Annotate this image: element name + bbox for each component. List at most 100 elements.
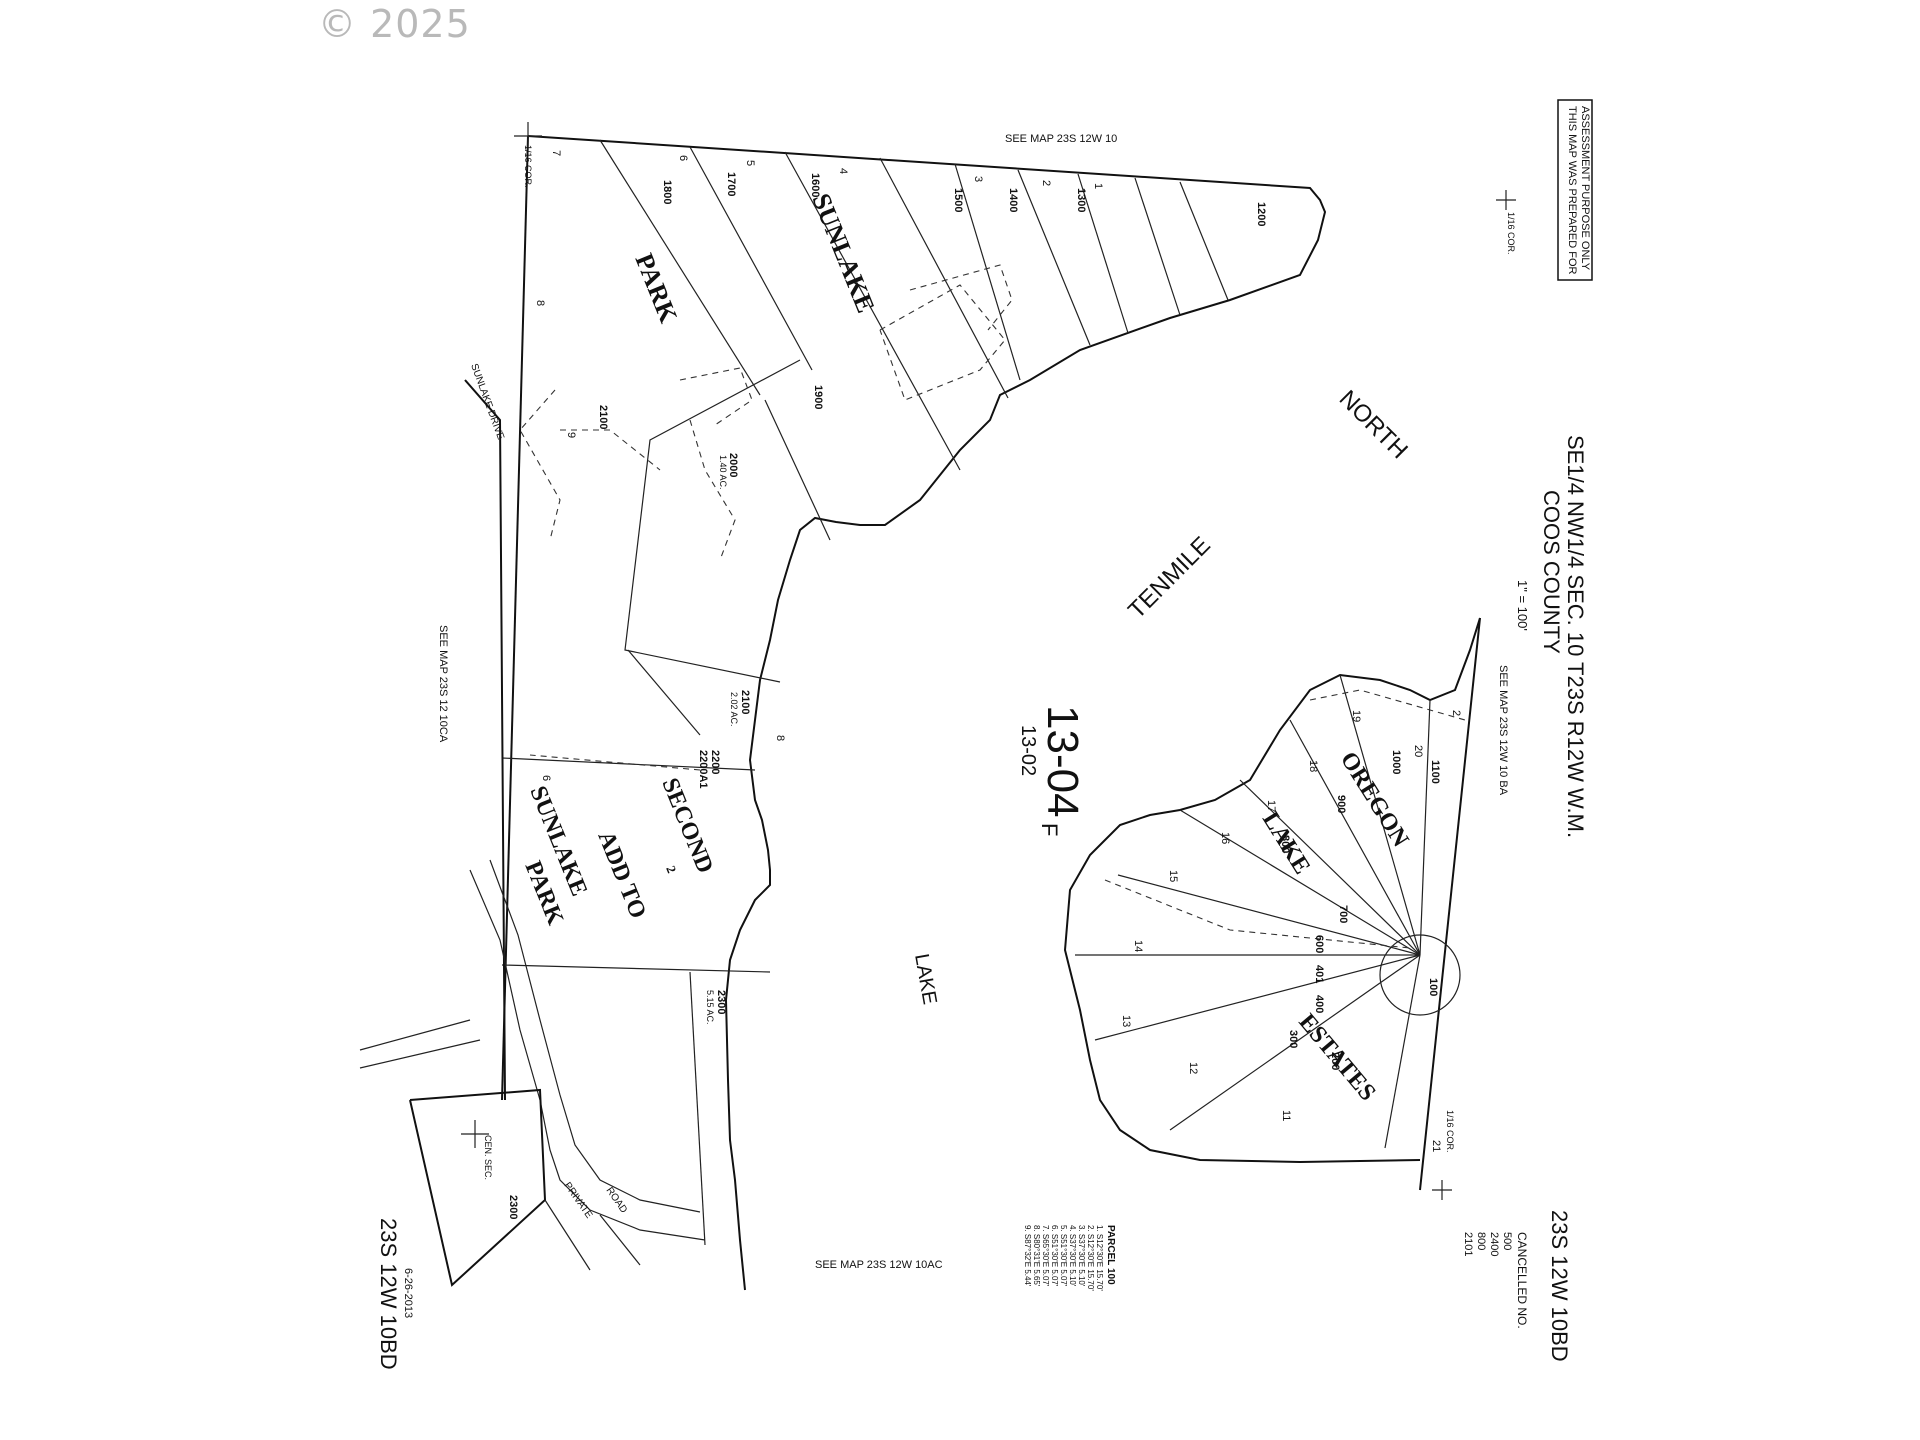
lot-5: 5 — [744, 160, 756, 166]
footer-right: 23S 12W 10BD — [1547, 1210, 1572, 1362]
acreage-2100: 2.02 AC. — [729, 692, 739, 727]
road-network — [359, 379, 706, 1287]
parcel-1600: 1600 — [809, 173, 821, 197]
cancelled-item: 2400 — [1488, 1232, 1500, 1256]
acreage-2300: 5.15 AC. — [705, 990, 715, 1025]
parcel-300: 300 — [1287, 1030, 1299, 1048]
parcel-1800: 1800 — [661, 180, 673, 204]
footer-map-id: 23S 12W 10BD — [376, 1218, 401, 1370]
oregon-lake-estates-block — [1063, 617, 1481, 1191]
parcel-1500: 1500 — [952, 188, 964, 212]
map-number-main: 13-04 — [1038, 705, 1087, 818]
lot-8b: 8 — [774, 735, 786, 741]
water-north: NORTH — [1334, 385, 1413, 464]
parcel-table-row: 5. S51°30'E 5.07' — [1059, 1225, 1068, 1287]
map-number-suffix: F — [1037, 823, 1062, 836]
lot-1: 1 — [1092, 183, 1104, 189]
parcel-table-row: 1. S12°30'E 15.70' — [1095, 1225, 1104, 1291]
parcel-400: 400 — [1313, 995, 1325, 1013]
cancelled-list: CANCELLED NO. 500 2400 800 2101 — [1462, 1232, 1529, 1329]
parcel-2200a1: 2200A1 — [697, 750, 709, 789]
disclaimer-line-2: ASSESSMENT PURPOSE ONLY — [1579, 106, 1591, 271]
parcel-table-row: 9. S87°32'E 5.44' — [1023, 1225, 1032, 1287]
parcel-900: 900 — [1335, 795, 1347, 813]
lot-numbers: 7 6 5 4 3 2 1 8 9 6 8 2 21 20 19 18 17 1… — [534, 150, 1462, 1152]
cancelled-item: 800 — [1475, 1232, 1487, 1250]
cancelled-item: 2101 — [1462, 1232, 1474, 1256]
title-line-1: SE1/4 NW1/4 SEC. 10 T23S R12W W.M. — [1563, 435, 1588, 838]
corner-se: 1/16 COR. — [1445, 1110, 1455, 1153]
ref-left: SEE MAP 23S 12 10CA — [437, 625, 449, 743]
lot-11: 11 — [1280, 1110, 1292, 1121]
parcel-2300b: 2300 — [507, 1195, 519, 1219]
title-line-2: COOS COUNTY — [1539, 490, 1564, 654]
lot-4: 4 — [837, 168, 849, 174]
road-private: PRIVATE — [562, 1180, 595, 1220]
sunlake-park-label: SUNLAKE PARK — [629, 189, 880, 327]
map-title: SE1/4 NW1/4 SEC. 10 T23S R12W W.M. COOS … — [1515, 435, 1588, 838]
parcel-1300: 1300 — [1075, 188, 1087, 212]
water-tenmile: TENMILE — [1123, 532, 1216, 625]
corner-center: CEN. SEC. — [483, 1135, 493, 1180]
parcel-numbers: 1800 1700 1600 1500 1400 1300 1200 1900 … — [507, 172, 1441, 1219]
lot-18: 18 — [1307, 760, 1319, 772]
parcel-800: 800 — [1279, 835, 1291, 853]
second-add-num: 2 — [663, 864, 679, 876]
sunlake-park-block — [501, 135, 1327, 1291]
parcel-600: 600 — [1313, 935, 1325, 953]
lot-12: 12 — [1187, 1062, 1199, 1074]
cancelled-title: CANCELLED NO. — [1515, 1232, 1529, 1329]
lot-13: 13 — [1120, 1015, 1132, 1027]
disclaimer-box: THIS MAP WAS PREPARED FOR ASSESSMENT PUR… — [1557, 99, 1593, 281]
parcel-1900: 1900 — [812, 385, 824, 409]
parcel-200: 200 — [1329, 1052, 1341, 1070]
map-number-sub: 13-02 — [1017, 725, 1039, 776]
lot-19: 19 — [1350, 710, 1362, 722]
scale-label: 1" = 100' — [1515, 580, 1530, 631]
second-label: SECOND — [656, 775, 718, 877]
lot-9: 9 — [565, 432, 577, 438]
parcel-2200: 2200 — [709, 750, 721, 774]
road-sunlake-drive: SUNLAKE DRIVE — [468, 362, 506, 441]
lot-6b: 6 — [540, 775, 552, 781]
lot-14: 14 — [1132, 940, 1144, 952]
footer-left: 23S 12W 10BD 6-26-2013 — [376, 1218, 414, 1370]
parcel-table-row: 6. S51°30'E 5.07' — [1050, 1225, 1059, 1287]
parcel-100: 100 — [1427, 978, 1439, 996]
corner-nw: 1/16 COR. — [523, 145, 533, 188]
ref-top: SEE MAP 23S 12W 10 — [1005, 133, 1117, 145]
cancelled-item: 500 — [1501, 1232, 1513, 1250]
section-corner-markers — [461, 122, 1516, 1200]
lot-7: 7 — [550, 150, 562, 156]
parcel-1000: 1000 — [1390, 750, 1402, 774]
lot-21: 21 — [1430, 1140, 1442, 1152]
parcel-1200: 1200 — [1255, 202, 1267, 226]
parcel-table-row: 2. S12°30'E 15.70' — [1086, 1225, 1095, 1291]
corner-ne: 1/16 COR. — [1506, 212, 1516, 255]
parcel-2300: 2300 — [715, 990, 727, 1014]
parcel-1700: 1700 — [725, 172, 737, 196]
lot-2: 2 — [1040, 180, 1052, 186]
lot-17: 17 — [1265, 800, 1277, 812]
lot-3: 3 — [972, 176, 984, 182]
parcel-401: 401 — [1313, 965, 1325, 983]
lot-6: 6 — [677, 155, 689, 161]
parcel-2100: 2100 — [597, 405, 609, 429]
sunlake-label: SUNLAKE — [806, 189, 880, 316]
road-road: ROAD — [604, 1185, 630, 1215]
lot-16: 16 — [1219, 832, 1231, 844]
parcel-table: PARCEL 100 1. S12°30'E 15.70' 2. S12°30'… — [1023, 1225, 1116, 1291]
lot-2b: 2 — [1450, 710, 1462, 716]
ref-right: SEE MAP 23S 12W 10 BA — [1497, 665, 1509, 796]
lot-20: 20 — [1412, 745, 1424, 757]
parcel-table-row: 4. S37°30'E 5.10' — [1068, 1225, 1077, 1287]
parcel-table-row: 7. S65°30'E 5.07' — [1041, 1225, 1050, 1287]
second-add-label: SECOND 2 ADD TO SUNLAKE PARK — [519, 775, 718, 929]
map-number: 13-04 F 13-02 — [1017, 705, 1087, 836]
lot-8: 8 — [534, 300, 546, 306]
footer-date: 6-26-2013 — [402, 1268, 414, 1318]
parcel-1100: 1100 — [1429, 760, 1441, 784]
parcel-2100b: 2100 — [739, 690, 751, 714]
